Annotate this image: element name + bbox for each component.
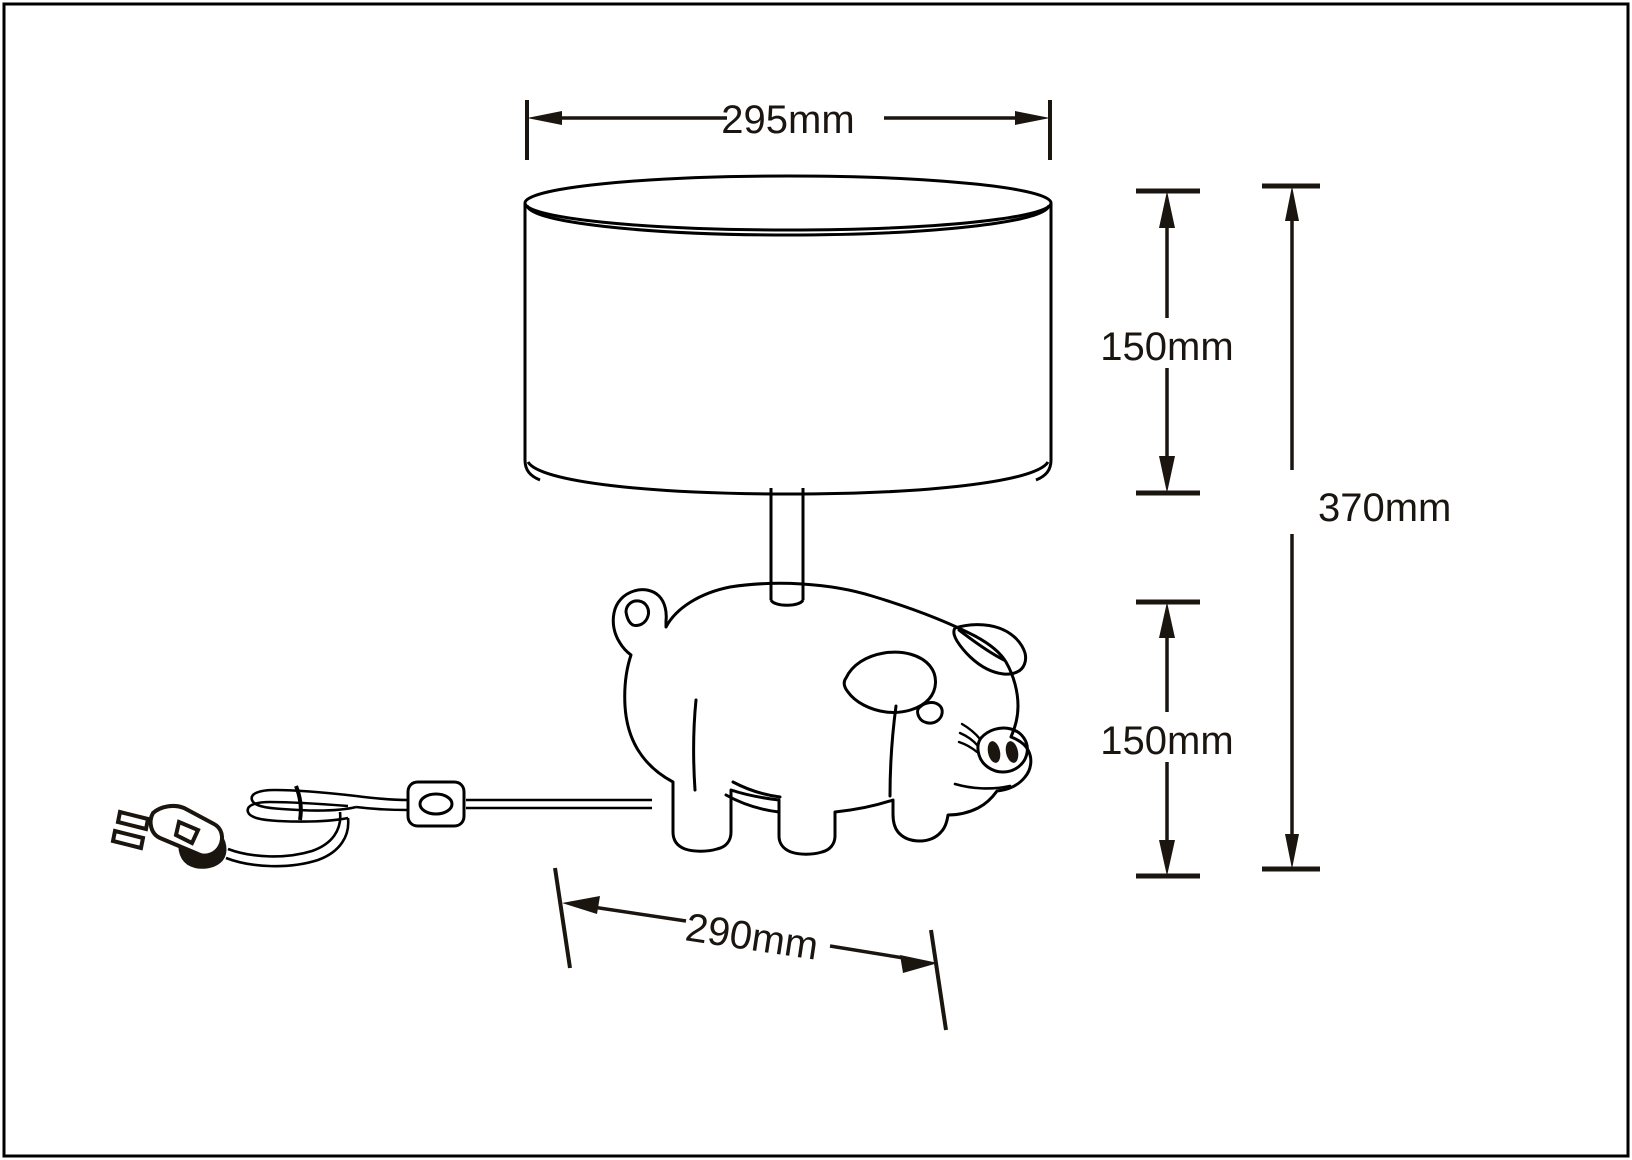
dimension-label-base-height: 150mm	[1100, 719, 1233, 763]
switch-rocker-button[interactable]	[418, 792, 454, 816]
plug-prong-lower	[110, 828, 146, 851]
switch-body	[406, 780, 466, 828]
shade-top-rim-inner	[525, 204, 1051, 237]
dimension-shade-width: 295mm	[525, 98, 1052, 160]
arrowhead-top	[1159, 602, 1175, 638]
pig-snout-crease-3	[957, 740, 979, 754]
pig-body-outline	[611, 581, 1033, 856]
dimension-label-total-height: 370mm	[1318, 486, 1451, 530]
extension-tick-right	[929, 929, 948, 1031]
pig-front-leg-crease	[888, 704, 898, 798]
arrowhead-right	[900, 955, 938, 973]
plug-body-inner-detail	[173, 819, 201, 846]
pig-nostril-left	[987, 741, 1001, 763]
dimension-line-left	[585, 904, 687, 923]
pig-snout-crease-1	[960, 722, 982, 741]
pig-haunch-inner-line	[724, 793, 781, 814]
arrowhead-bottom	[1285, 834, 1299, 869]
dimension-label-shade-width: 295mm	[721, 98, 854, 142]
lamp-stem	[769, 488, 805, 607]
pig-mouth-line	[953, 782, 1012, 790]
pig-figurine-base	[611, 581, 1033, 856]
pig-ear-fold	[957, 628, 1006, 662]
dimension-base-height: 150mm	[1100, 599, 1234, 879]
dimension-line-right	[829, 944, 911, 961]
cord-switch-to-coil-upper	[355, 794, 409, 802]
pig-nostril-right	[1005, 741, 1019, 763]
pig-rear-leg-crease	[692, 698, 698, 792]
stem-base-collar	[769, 599, 805, 607]
two-prong-power-plug	[110, 803, 227, 869]
shade-left-side	[523, 203, 541, 482]
arrowhead-top	[1159, 191, 1175, 228]
dimension-shade-height: 150mm	[1100, 188, 1234, 496]
cord-cable-tie	[294, 785, 303, 821]
pig-shoulder-marking	[842, 650, 937, 714]
shade-bottom-rim	[526, 461, 1050, 496]
arrowhead-top	[1285, 186, 1299, 221]
plug-prong-upper	[115, 809, 151, 832]
shade-right-side	[1035, 203, 1053, 482]
arrowhead-left	[562, 896, 600, 914]
pig-belly-curve	[731, 780, 782, 799]
lamp-shade	[523, 174, 1053, 496]
cord-lower-sweep-inner	[227, 811, 342, 858]
arrowhead-bottom	[1159, 840, 1175, 876]
pig-ear-icon	[952, 623, 1028, 676]
arrowhead-left	[527, 111, 562, 125]
cord-coil-loop-lower	[246, 800, 349, 823]
pig-eye-icon	[916, 701, 944, 725]
arrowhead-right	[1015, 111, 1050, 125]
cord-switch-to-coil-lower	[355, 805, 409, 812]
arrowhead-bottom	[1159, 456, 1175, 493]
pig-snout-outline	[976, 726, 1029, 774]
pig-snout-crease-2	[958, 731, 980, 748]
dimension-total-height: 370mm	[1262, 183, 1451, 872]
extension-tick-left	[553, 867, 572, 969]
dimension-label-shade-height: 150mm	[1100, 325, 1233, 369]
cord-lower-sweep-outer	[225, 817, 350, 868]
cord-coil-loop-upper	[250, 788, 357, 812]
inline-rocker-switch[interactable]	[406, 780, 466, 828]
pig-tail-icon	[624, 599, 650, 627]
power-cord	[225, 780, 652, 868]
